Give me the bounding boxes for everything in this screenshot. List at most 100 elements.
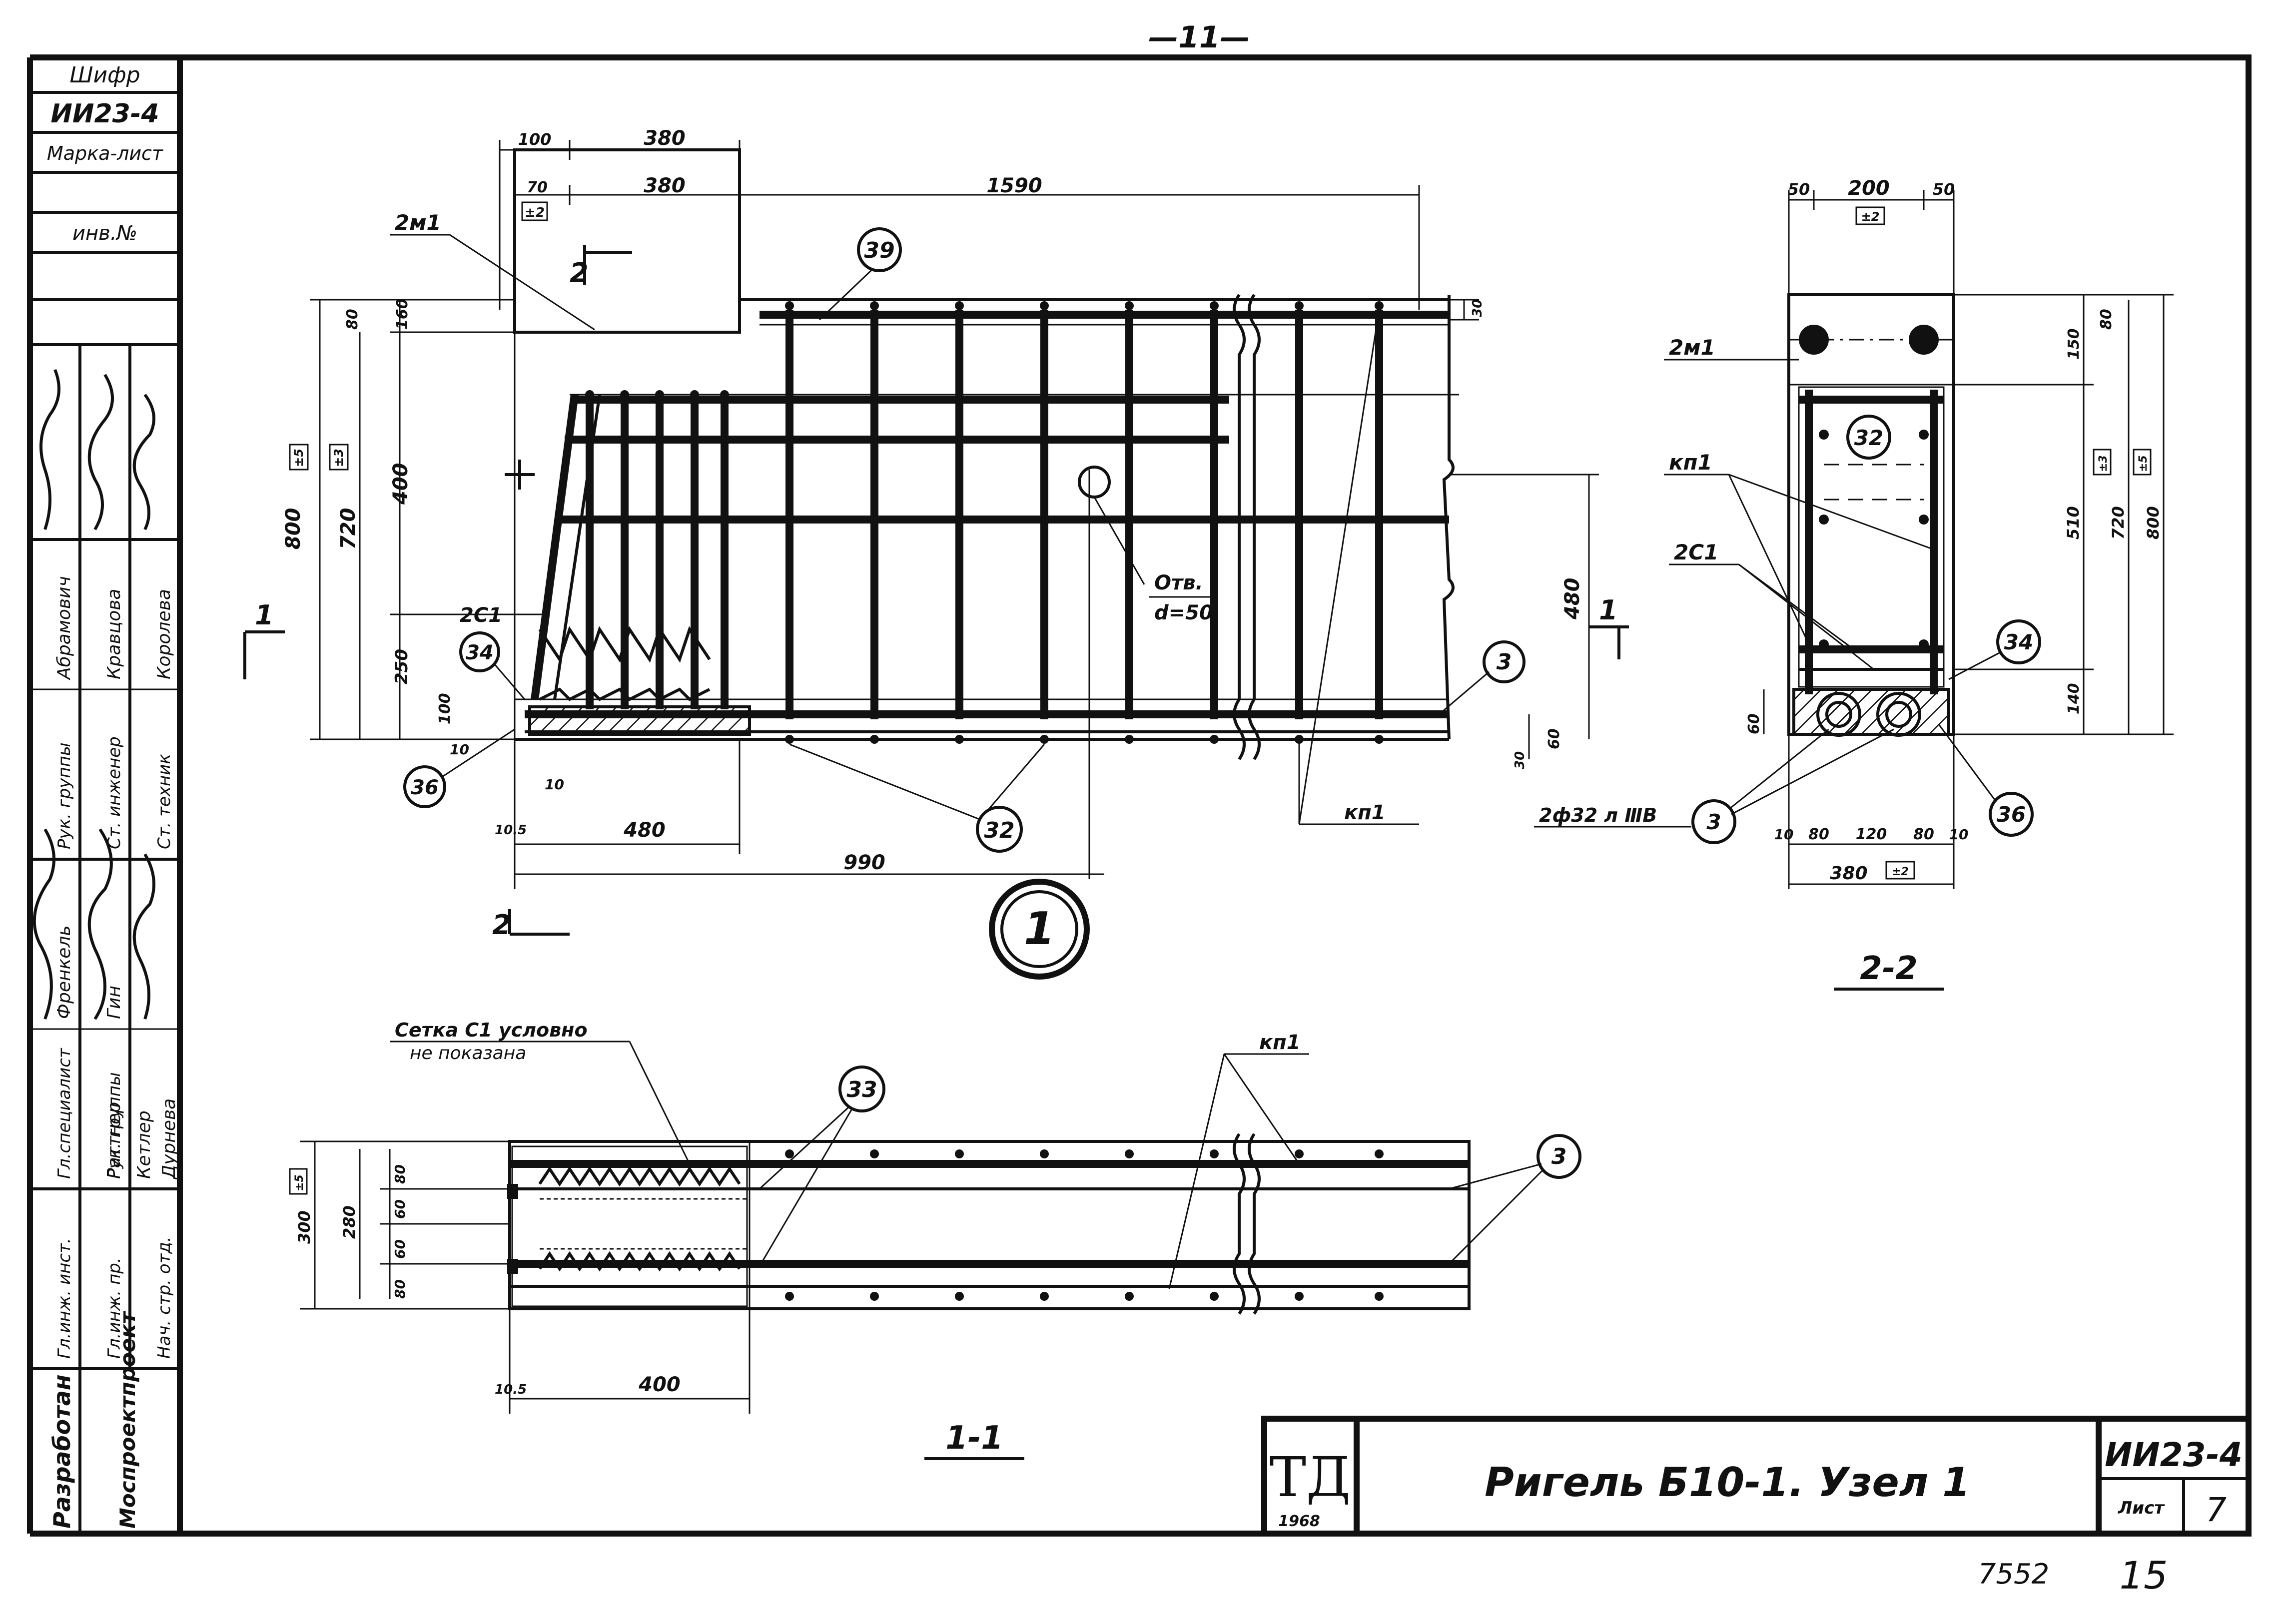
dim-s11-80-bottom: 80: [392, 1279, 408, 1299]
dim-s11-80-top: 80: [392, 1164, 408, 1184]
dim-800: 800: [282, 508, 305, 550]
label-2c1: 2С1: [460, 604, 502, 627]
dim-10-5-bottom: 10.5: [495, 823, 527, 838]
name-durneva: Дурнева: [159, 1098, 179, 1180]
role-chief-engineer: Гл.инж. инст.: [54, 1238, 74, 1359]
name-rattner: Раттнер: [104, 1102, 124, 1179]
dim-s22-b80-l: 80: [1808, 826, 1829, 843]
name-gin: Гин: [104, 986, 124, 1019]
dim-s22-b120: 120: [1856, 826, 1887, 843]
dim-s22-140: 140: [2065, 683, 2083, 714]
role-group-head: Рук. группы: [104, 1072, 124, 1179]
dim-s11-60-b: 60: [392, 1239, 408, 1259]
dim-s22-50-right: 50: [1933, 180, 1955, 199]
logo-year: 1968: [1278, 1513, 1320, 1530]
organization: Моспроектпроект: [115, 1310, 140, 1529]
dim-10-bottom: 10: [545, 776, 564, 793]
dim-s22-60: 60: [1745, 713, 1763, 734]
dim-480-right: 480: [1561, 578, 1584, 620]
mark-sheet-label: Марка-лист: [47, 142, 164, 164]
label-2m1: 2м1: [395, 210, 441, 235]
role-group-head-2: Рук. группы: [54, 742, 74, 849]
section-2-2-title: 2-2: [1860, 950, 1918, 987]
right-dimensions: [1449, 299, 1599, 759]
callout-33: 33: [846, 1077, 877, 1102]
dim-s22-80: 80: [2098, 309, 2115, 330]
page-number: —11—: [1148, 20, 1250, 55]
dim-s11-400: 400: [638, 1373, 681, 1396]
dim-400: 400: [389, 463, 412, 506]
dim-990: 990: [843, 851, 885, 874]
callout-34-s22: 34: [2004, 630, 2033, 654]
name-frenkel: Френкель: [54, 925, 74, 1019]
label-kp1: кп1: [1344, 801, 1386, 824]
callout-3: 3: [1497, 649, 1512, 675]
cipher-label: Шифр: [69, 62, 140, 88]
cut-1-left: 1: [255, 599, 274, 631]
sheet-number: 7: [2206, 1491, 2227, 1529]
logo-td: ТД: [1270, 1445, 1351, 1509]
dim-s22-150: 150: [2065, 328, 2083, 360]
title-block: ТД 1968 Ригель Б10-1. Узел 1 ИИ23-4 Лист…: [1261, 1416, 2252, 1537]
dim-250: 250: [392, 649, 412, 684]
dim-100-left: 100: [436, 693, 454, 724]
dim-s22-b10-r: 10: [1949, 826, 1969, 843]
section-1-1: Сетка С1 условно не показана 33 кп1 3: [289, 1019, 1581, 1460]
label-2m1-s22: 2м1: [1669, 335, 1715, 360]
top-dimensions: [499, 140, 1420, 310]
dim-380: 380: [644, 174, 686, 197]
hole-diameter: d=50: [1154, 601, 1213, 624]
drawing-title: Ригель Б10-1. Узел 1: [1485, 1459, 1970, 1506]
mesh-note-line2: не показана: [410, 1043, 526, 1064]
dim-s22-b10-l: 10: [1774, 826, 1794, 843]
dim-10-left: 10: [450, 741, 469, 758]
dim-70: 70: [527, 179, 548, 196]
dim-720: 720: [337, 508, 360, 550]
label-bars: 2ф32 л ⅢВ: [1539, 804, 1657, 826]
role-chief-engineer-project: Гл.инж. пр.: [104, 1257, 124, 1359]
dim-s22-50-left: 50: [1788, 180, 1810, 199]
dim-380-top: 380: [644, 127, 686, 150]
signatures: [32, 369, 155, 1020]
main-view: Отв. d=50 100 380 70 380 1590 ±2 2 2м1: [243, 127, 1629, 980]
dim-s22-800: 800: [2144, 506, 2163, 539]
dim-s11-300: 300: [295, 1210, 314, 1244]
role-senior-engineer: Ст. инженер: [104, 736, 124, 849]
rebar-dots: [585, 301, 1384, 744]
name-ketler: Кетлер: [134, 1110, 154, 1179]
dim-s22-200: 200: [1848, 177, 1890, 200]
footer-page: 15: [2120, 1553, 2168, 1598]
spiral-bottom: [538, 1251, 741, 1272]
bottom-dimensions: [514, 739, 1104, 889]
tol-800: ±5: [292, 449, 306, 467]
name-kravtsova: Кравцова: [104, 589, 124, 680]
hole-label: Отв.: [1154, 571, 1203, 594]
callout-32: 32: [984, 818, 1014, 843]
dim-s11-60-a: 60: [392, 1199, 408, 1219]
dim-100: 100: [518, 130, 552, 149]
callout-36: 36: [411, 776, 439, 799]
role-specialist: Гл.специалист: [54, 1048, 74, 1179]
label-2c1-s22: 2С1: [1674, 540, 1718, 564]
callout-3-s11: 3: [1551, 1144, 1567, 1169]
callout-34: 34: [466, 641, 494, 664]
role-senior-technician: Ст. техник: [154, 754, 174, 849]
tol-s22-720: ±3: [2097, 455, 2110, 472]
dim-60-right: 60: [1545, 728, 1563, 749]
cut-2-bottom: 2: [492, 909, 511, 941]
inv-label: инв.№: [72, 222, 137, 245]
label-kp1-s22: кп1: [1669, 450, 1712, 475]
dim-1590: 1590: [986, 174, 1042, 197]
cut-1-right: 1: [1599, 594, 1618, 626]
callout-36-s22: 36: [1997, 802, 2026, 827]
dim-s11-10-5: 10.5: [495, 1382, 527, 1397]
mesh-2c1-hooks: [538, 626, 711, 701]
cut-2-top: 2: [570, 257, 589, 289]
hole-circle: [1078, 466, 1111, 499]
tol-s22-top: ±2: [1861, 210, 1880, 224]
callout-3-s22: 3: [1706, 810, 1721, 834]
mesh-note-line1: Сетка С1 условно: [395, 1019, 588, 1041]
dim-480-bottom: 480: [623, 819, 666, 842]
drawing-frame: [27, 54, 2252, 1537]
